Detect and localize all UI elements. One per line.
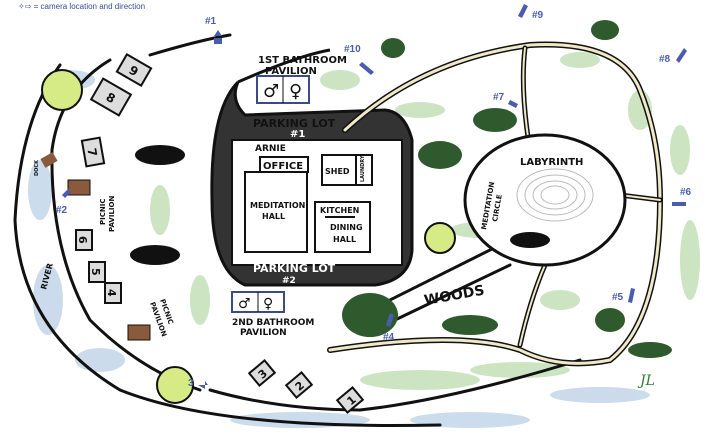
pine-tree-icon — [595, 308, 625, 332]
cabin-3: 3 — [247, 359, 277, 387]
svg-text:#1: #1 — [205, 16, 217, 27]
laundry-label: LAUNDRY — [360, 155, 366, 182]
picnic-pavilion-1-label: PICNIC — [99, 199, 107, 225]
cabin-9: 9 — [115, 52, 153, 88]
tree-icon — [424, 222, 456, 254]
camera-marker-3[interactable]: 3 — [188, 378, 208, 389]
bathroom-pavilion-2: ♂ ♀ — [231, 291, 285, 313]
picnic-pavilion-2-icon — [127, 324, 151, 341]
svg-text:3: 3 — [188, 378, 194, 389]
camera-marker-5[interactable]: #5 — [612, 288, 635, 303]
svg-text:4: 4 — [105, 289, 118, 297]
legend-text: = camera location and direction — [33, 2, 146, 11]
trees — [41, 20, 672, 404]
cabin-8: 8 — [89, 77, 133, 117]
female-icon: ♀ — [289, 81, 302, 102]
bathroom-1-label-2: PAVILION — [265, 66, 317, 77]
pine-tree-icon — [442, 315, 498, 335]
cabin-5: 5 — [88, 261, 106, 283]
camera-marker-8[interactable]: #8 — [659, 48, 687, 65]
dock-icon — [40, 152, 58, 168]
parking-lot-1-label: PARKING LOT — [253, 117, 336, 130]
camera-markers: #1 #2 3 #4 #5 #6 #7 #8 #9 #10 — [56, 4, 692, 389]
meditation-circle — [463, 133, 627, 267]
bathroom-1-label: 1ST BATHROOM — [258, 55, 347, 66]
svg-text:7: 7 — [84, 147, 99, 158]
office-label: OFFICE — [263, 161, 303, 172]
oak-tree-icon — [342, 293, 398, 337]
dock-label: DOCK — [34, 159, 40, 176]
cabin-7: 7 — [80, 136, 106, 168]
tree-icon — [41, 69, 83, 111]
pine-tree-icon — [473, 108, 517, 132]
trails — [327, 41, 664, 367]
svg-text:#5: #5 — [612, 292, 624, 303]
parking-lot-2-label: PARKING LOT — [253, 262, 336, 275]
labyrinth-spiral — [516, 168, 594, 222]
palm-tree-icon — [135, 145, 185, 165]
female-icon: ♀ — [263, 296, 273, 312]
camera-marker-4[interactable]: #4 — [383, 313, 395, 343]
river-water — [28, 70, 650, 428]
picnic-pavilion-1-icon — [67, 179, 91, 196]
dining-hall-label: DINING — [330, 223, 363, 232]
camera-marker-2[interactable]: #2 — [56, 189, 71, 216]
parking-lot-1-number: #1 — [290, 129, 305, 140]
camera-marker-icon: ✧⇨ — [18, 2, 32, 11]
svg-text:#7: #7 — [493, 92, 505, 103]
cabin-6: 6 — [75, 229, 93, 251]
cabin-2: 2 — [284, 371, 314, 399]
tree-icon — [156, 366, 194, 404]
artist-signature: JL — [637, 373, 655, 389]
cabin-4: 4 — [104, 282, 122, 304]
male-icon: ♂ — [238, 296, 251, 312]
pine-tree-icon — [381, 38, 405, 58]
shed-label: SHED — [325, 167, 350, 176]
map-legend: ✧⇨ = camera location and direction — [18, 2, 145, 11]
meditation-hall-label: MEDITATION — [250, 201, 305, 210]
bathroom-2-label: 2ND BATHROOM — [232, 318, 314, 328]
svg-text:6: 6 — [76, 236, 89, 244]
shed-building — [321, 154, 373, 186]
meditation-hall-label-2: HALL — [262, 212, 285, 221]
buildings — [244, 154, 373, 253]
bathroom-pavilion-1: ♂ ♀ — [256, 75, 310, 104]
svg-text:5: 5 — [89, 268, 102, 276]
parking-lot-2-number: #2 — [282, 276, 296, 286]
pine-tree-icon — [628, 342, 672, 358]
cabin-1: 1 — [335, 386, 365, 414]
meditation-hall-building — [244, 171, 308, 253]
kitchen-label: KITCHEN — [320, 206, 359, 215]
picnic-pavilion-1-label-2: PAVILION — [108, 196, 116, 232]
palm-tree-icon — [510, 232, 550, 248]
svg-text:#9: #9 — [532, 10, 544, 21]
svg-text:#2: #2 — [56, 205, 68, 216]
labyrinth-label: LABYRINTH — [520, 157, 583, 168]
male-icon: ♂ — [263, 81, 279, 102]
woods-label: WOODS — [423, 283, 486, 309]
svg-text:#6: #6 — [680, 187, 692, 198]
camera-marker-6[interactable]: #6 — [672, 187, 692, 206]
svg-text:#10: #10 — [344, 44, 361, 55]
camera-marker-9[interactable]: #9 — [518, 4, 544, 21]
camera-marker-1[interactable]: #1 — [205, 16, 222, 44]
palm-tree-icon — [130, 245, 180, 265]
cabins: 9 8 7 6 5 4 3 2 1 — [75, 52, 365, 414]
kitchen-dining-building — [314, 201, 371, 253]
camera-marker-7[interactable]: #7 — [493, 92, 518, 108]
pine-tree-icon — [418, 141, 462, 169]
arnie-label: ARNIE — [255, 144, 286, 154]
camera-marker-10[interactable]: #10 — [344, 44, 374, 75]
svg-text:#8: #8 — [659, 54, 671, 65]
bathroom-2-label-2: PAVILION — [240, 328, 287, 338]
svg-text:#4: #4 — [383, 332, 395, 343]
pine-tree-icon — [591, 20, 619, 40]
dining-hall-label-2: HALL — [333, 235, 356, 244]
